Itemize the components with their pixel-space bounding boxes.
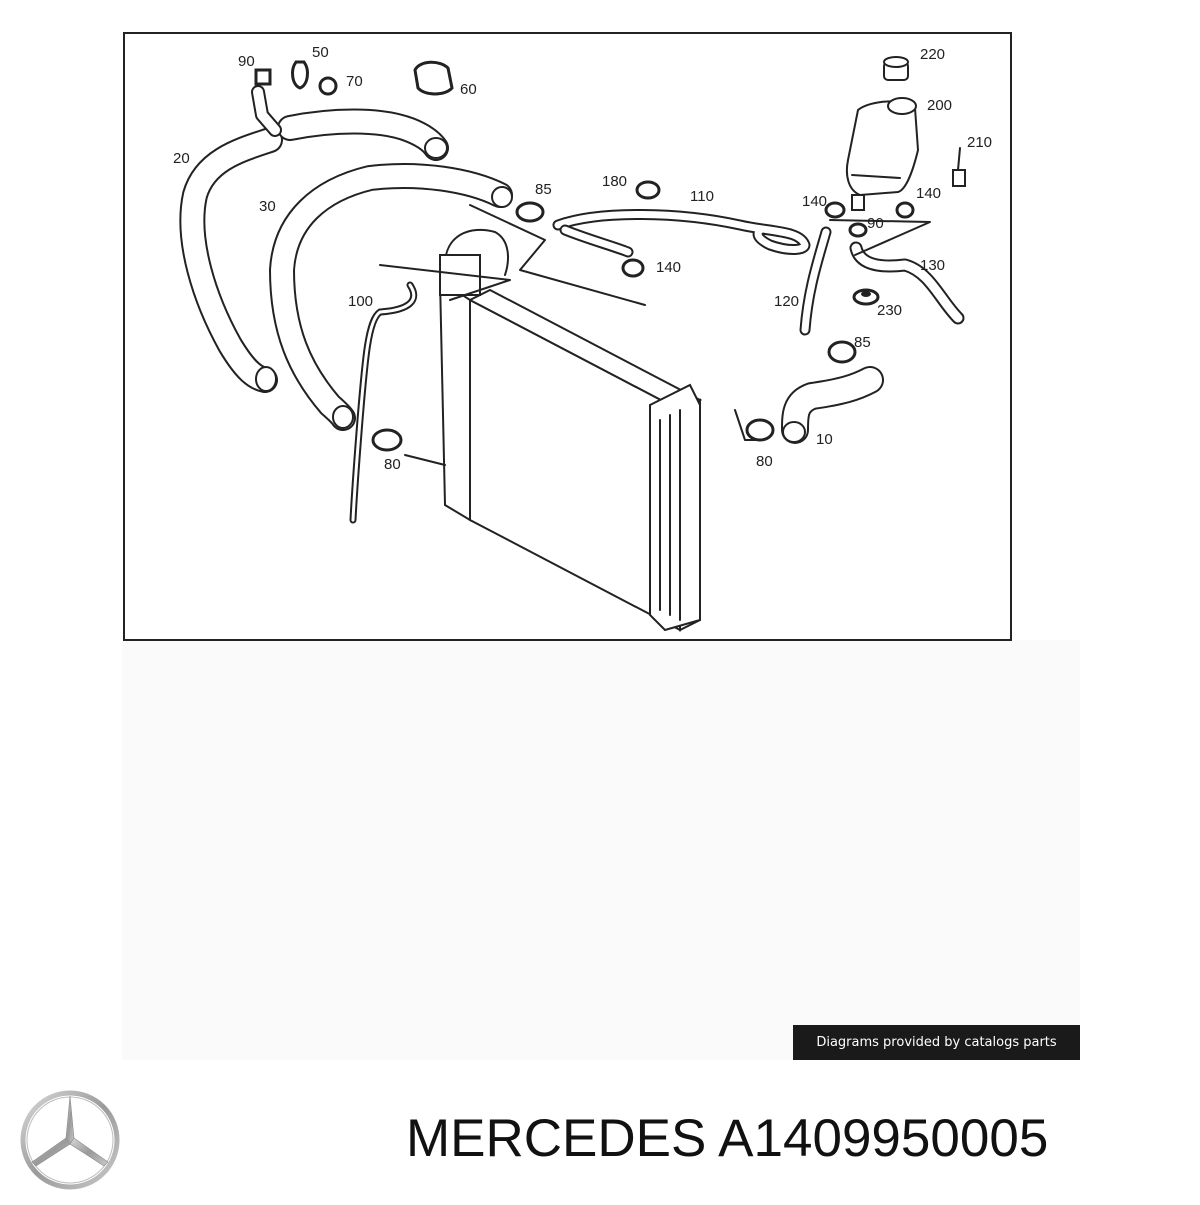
radiator bbox=[438, 228, 703, 632]
hose-120 bbox=[799, 226, 832, 336]
label-200: 200 bbox=[927, 97, 952, 114]
hose-100 bbox=[349, 281, 418, 524]
clamp-80-right bbox=[745, 418, 775, 442]
label-140-right: 140 bbox=[916, 185, 941, 202]
clip-90-top bbox=[254, 68, 272, 86]
label-85-top: 85 bbox=[535, 181, 552, 198]
brand-caption: MERCEDES A1409950005 bbox=[406, 1109, 1049, 1168]
label-120: 120 bbox=[774, 293, 799, 310]
label-85-right: 85 bbox=[854, 334, 871, 351]
label-30: 30 bbox=[259, 198, 276, 215]
hose-30 bbox=[269, 163, 513, 431]
label-100: 100 bbox=[348, 293, 373, 310]
label-140-mid: 140 bbox=[802, 193, 827, 210]
label-80-left: 80 bbox=[384, 456, 401, 473]
hose-upper bbox=[251, 85, 449, 161]
clamp-140-left bbox=[621, 258, 645, 278]
label-180: 180 bbox=[602, 173, 627, 190]
label-140-left: 140 bbox=[656, 259, 681, 276]
bushing-230 bbox=[852, 288, 880, 306]
hose-20 bbox=[179, 127, 283, 393]
clamp-140-right bbox=[895, 201, 915, 219]
label-10: 10 bbox=[816, 431, 833, 448]
nut-70 bbox=[318, 76, 338, 96]
label-20: 20 bbox=[173, 150, 190, 167]
sensor-210 bbox=[952, 147, 966, 187]
clamp-85-top bbox=[515, 201, 545, 223]
label-90-top: 90 bbox=[238, 53, 255, 70]
bracket-60 bbox=[413, 60, 454, 96]
label-50: 50 bbox=[312, 44, 329, 61]
label-130: 130 bbox=[920, 257, 945, 274]
clamp-85-right bbox=[827, 340, 857, 364]
label-220: 220 bbox=[920, 46, 945, 63]
clamp-140-mid bbox=[824, 201, 846, 219]
credit-text: Diagrams provided by catalogs parts bbox=[816, 1035, 1057, 1050]
credit-badge: Diagrams provided by catalogs parts bbox=[793, 1025, 1080, 1060]
clamp-50 bbox=[291, 60, 309, 90]
hose-10 bbox=[781, 366, 884, 444]
clamp-180 bbox=[635, 180, 661, 200]
label-110: 110 bbox=[690, 188, 714, 205]
label-230: 230 bbox=[877, 302, 902, 319]
mercedes-star-icon bbox=[20, 1090, 120, 1190]
cap-220 bbox=[883, 56, 909, 81]
hose-130 bbox=[849, 241, 965, 325]
leader-lines bbox=[379, 204, 931, 466]
label-60: 60 bbox=[460, 81, 477, 98]
label-80-right: 80 bbox=[756, 453, 773, 470]
clamp-90-right bbox=[848, 222, 868, 238]
hose-110 bbox=[552, 209, 811, 258]
label-90-right: 90 bbox=[867, 215, 884, 232]
label-70: 70 bbox=[346, 73, 363, 90]
part-labels: 90 50 70 60 20 30 85 180 110 140 100 220 200 210 140 14… bbox=[173, 44, 992, 473]
diagram-backdrop bbox=[122, 640, 1080, 1060]
clamp-80-left bbox=[371, 428, 403, 452]
expansion-tank bbox=[845, 97, 920, 211]
label-210: 210 bbox=[967, 134, 992, 151]
